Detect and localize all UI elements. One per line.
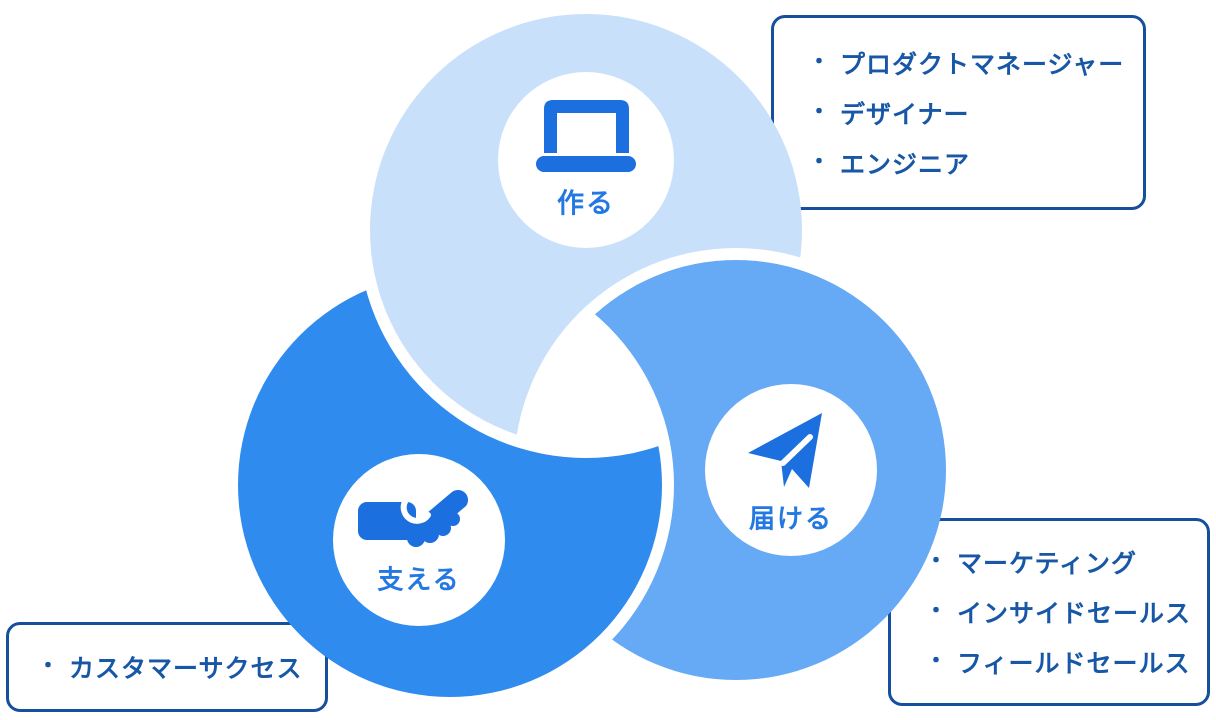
role-label: デザイナー (840, 99, 970, 129)
list-item: ・ カスタマーサクセス (37, 642, 325, 692)
handshake-icon (358, 490, 468, 547)
role-label: プロダクトマネージャー (840, 49, 1125, 79)
bullet-dot: ・ (37, 654, 60, 679)
bullet-dot: ・ (808, 49, 831, 75)
role-label: フィールドセールス (957, 649, 1191, 678)
bullet-dot: ・ (808, 149, 831, 175)
list-item: ・ プロダクトマネージャー (808, 38, 1143, 88)
role-label: カスタマーサクセス (69, 654, 303, 683)
callout-deliver-roles: ・ マーケティング ・ インサイドセールス ・ フィールドセールス (888, 518, 1210, 706)
bullet-dot: ・ (925, 599, 948, 624)
list-item: ・ エンジニア (808, 138, 1143, 188)
bullet-dot: ・ (808, 99, 831, 125)
callout-support-roles: ・ カスタマーサクセス (6, 622, 328, 712)
role-label: インサイドセールス (957, 599, 1192, 628)
laptop-icon (536, 100, 636, 172)
bullet-dot: ・ (925, 549, 948, 574)
role-label: マーケティング (957, 549, 1138, 578)
list-item: ・ マーケティング (925, 537, 1207, 587)
bullet-dot: ・ (925, 649, 948, 674)
paper-plane-icon (748, 413, 822, 488)
list-item: ・ デザイナー (808, 88, 1143, 138)
circle-label-support: 支える (377, 565, 461, 596)
circle-label-create: 作る (557, 188, 615, 220)
circle-label-deliver: 届ける (748, 504, 834, 535)
callout-create-roles: ・ プロダクトマネージャー ・ デザイナー ・ エンジニア (771, 15, 1146, 210)
list-item: ・ フィールドセールス (925, 637, 1207, 687)
role-label: エンジニア (840, 149, 971, 179)
list-item: ・ インサイドセールス (925, 587, 1207, 637)
